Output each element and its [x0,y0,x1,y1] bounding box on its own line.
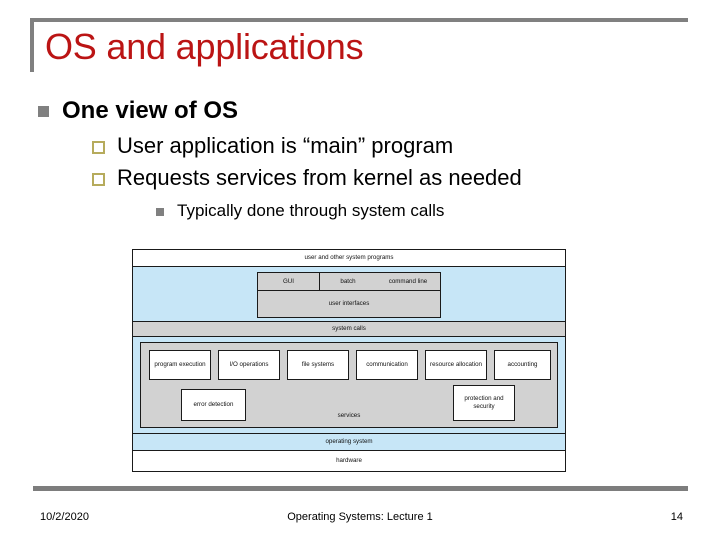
filled-square-bullet-icon [156,208,164,216]
service-tile-communication: communication [356,350,418,380]
service-tile-file-systems: file systems [287,350,349,380]
diagram-hardware-label: hardware [336,457,362,465]
bullet-level3-label: Typically done through system calls [177,201,445,220]
hollow-square-bullet-icon [92,141,105,154]
page-title: OS and applications [45,26,364,67]
bullet-level1-label: One view of OS [62,97,239,124]
diagram-row-services: program execution I/O operations file sy… [133,337,565,434]
diagram-row-user-programs: user and other system programs [133,250,565,267]
service-tile-error-detection: error detection [181,389,246,421]
diagram-system-calls-label: system calls [332,325,366,333]
service-tile-program-execution: program execution [149,350,211,380]
services-container: program execution I/O operations file sy… [140,342,558,428]
bullet-list: One view of OS User application is “main… [38,96,678,222]
filled-square-bullet-icon [38,106,49,117]
bullet-level3-item-1: Typically done through system calls [156,200,678,222]
service-tile-resource-allocation: resource allocation [425,350,487,380]
ui-mode-command-line: command line [388,277,428,285]
hollow-square-bullet-icon [92,173,105,186]
user-interfaces-block: GUI batch command line user interfaces [257,272,441,318]
bullet-level2-label: Requests services from kernel as needed [117,165,522,190]
user-interfaces-caption: user interfaces [328,300,370,308]
bullet-level2-label: User application is “main” program [117,133,454,158]
user-interface-modes: GUI batch command line [258,273,440,291]
title-top-rule [30,18,688,22]
ui-mode-batch: batch [340,277,356,285]
footer-date: 10/2/2020 [40,511,89,523]
operating-system-services-diagram: user and other system programs GUI batch… [132,249,566,472]
footer-course-title: Operating Systems: Lecture 1 [287,511,433,523]
diagram-row-operating-system: operating system [133,434,565,451]
service-tile-accounting: accounting [494,350,551,380]
diagram-operating-system-label: operating system [325,438,373,446]
services-label: services [337,412,361,420]
title-left-accent-bar [30,18,34,72]
service-tile-protection-and-security: protection and security [453,385,515,421]
footer-rule [33,486,688,491]
service-tile-io-operations: I/O operations [218,350,280,380]
diagram-row-hardware: hardware [133,451,565,471]
bullet-level1: One view of OS [38,96,678,126]
bullet-level2-item-2: Requests services from kernel as needed [92,162,678,193]
ui-mode-gui: GUI [258,273,320,290]
diagram-row-user-interfaces: GUI batch command line user interfaces [133,267,565,322]
diagram-user-programs-label: user and other system programs [304,254,394,262]
bullet-level2-item-1: User application is “main” program [92,130,678,161]
diagram-row-system-calls: system calls [133,322,565,337]
footer-slide-number: 14 [670,511,683,523]
